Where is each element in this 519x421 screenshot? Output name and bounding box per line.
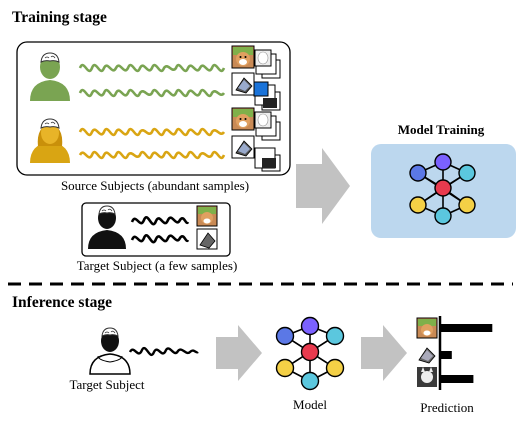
- model-training-title: Model Training: [397, 122, 485, 137]
- neural-network-icon: [275, 316, 345, 391]
- inference-subject-caption: Target Subject: [69, 377, 145, 392]
- prediction-bar: [441, 375, 474, 383]
- inference-subject-icon: [89, 327, 131, 375]
- eeg-wave-gold-2: [78, 150, 226, 160]
- dog-image-icon: [196, 205, 218, 227]
- prediction-bar: [441, 324, 493, 332]
- prediction-bar: [441, 351, 452, 359]
- source-subject-gold-icon: [30, 118, 70, 163]
- laptop-image-icon: [196, 228, 218, 250]
- prediction-caption: Prediction: [420, 400, 474, 415]
- training-arrow-icon: [296, 148, 350, 224]
- target-subject-black-icon: [88, 205, 126, 249]
- target-subject-caption: Target Subject (a few samples): [76, 258, 238, 273]
- training-stage-title: Training stage: [12, 9, 107, 26]
- eeg-wave-gold-1: [78, 127, 226, 137]
- eeg-wave-green-2: [78, 88, 226, 98]
- eeg-wave-target-1: [130, 216, 190, 226]
- prediction-dog-icon: [416, 317, 438, 339]
- image-stack-bottom: [231, 107, 281, 172]
- source-subjects-caption: Source Subjects (abundant samples): [60, 178, 250, 193]
- source-subjects-box: [16, 41, 291, 176]
- neural-network-icon: [409, 153, 476, 225]
- eeg-wave-inference: [128, 346, 199, 356]
- laptop-image-icon: [231, 135, 255, 159]
- source-subject-green-icon: [30, 52, 70, 101]
- eeg-wave-target-2: [130, 234, 190, 244]
- inference-stage-title: Inference stage: [12, 294, 113, 311]
- dog-image-icon: [231, 107, 255, 131]
- eeg-wave-green-1: [78, 63, 226, 73]
- image-stack-top: [231, 45, 281, 111]
- inference-arrow-1-icon: [216, 325, 262, 381]
- prediction-bars: [441, 324, 493, 383]
- prediction-laptop-icon: [417, 343, 437, 364]
- laptop-image-icon: [231, 72, 255, 96]
- prediction-cat-icon: [417, 367, 437, 387]
- dog-image-icon: [231, 45, 255, 69]
- model-caption: Model: [293, 397, 327, 412]
- inference-arrow-2-icon: [361, 325, 407, 381]
